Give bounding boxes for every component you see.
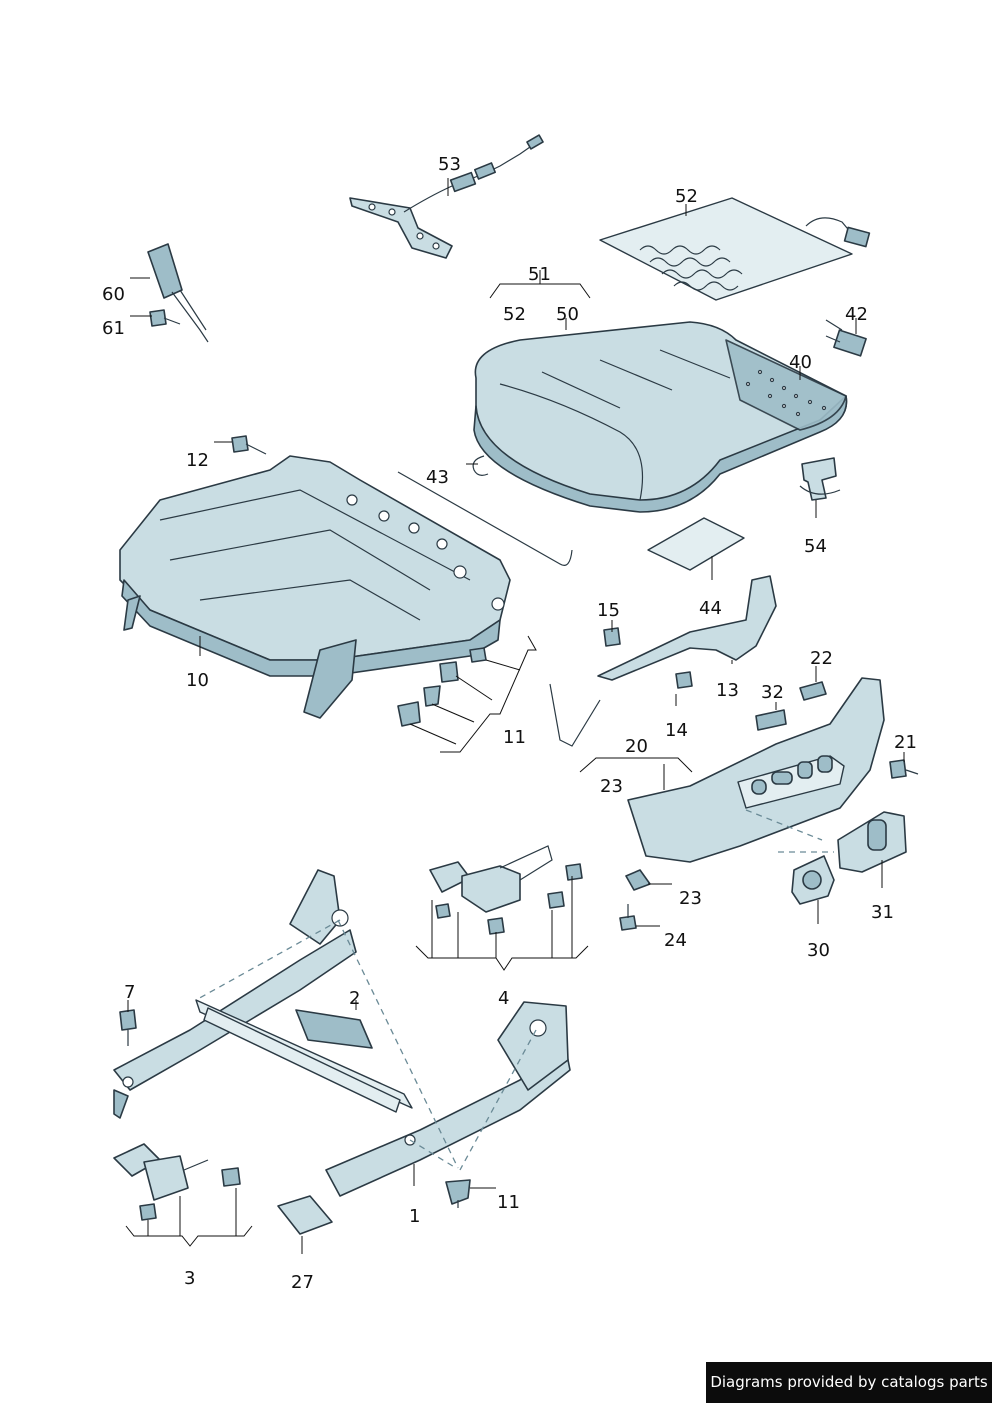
callout-52: 52	[675, 186, 698, 207]
callout-52: 52	[503, 304, 526, 325]
part-54-clip	[799, 457, 841, 501]
part-1-seat-rails	[113, 869, 571, 1197]
callout-23: 23	[600, 776, 623, 797]
callout-3: 3	[184, 1268, 195, 1289]
part-12-bolt	[231, 435, 267, 455]
callout-54: 54	[804, 536, 827, 557]
callout-4: 4	[498, 988, 509, 1009]
part-10-seat-frame	[119, 455, 511, 719]
part-61-bolt	[149, 309, 181, 327]
part-13-bracket	[549, 575, 777, 747]
callout-20: 20	[625, 736, 648, 757]
part-27-bracket	[277, 1195, 333, 1235]
part-43-ring-clip	[472, 455, 489, 476]
callout-44: 44	[699, 598, 722, 619]
callout-22: 22	[810, 648, 833, 669]
part-60-belt-buckle	[147, 243, 209, 343]
part-21-screw	[889, 759, 919, 779]
part-15-clip	[603, 627, 621, 647]
callout-15: 15	[597, 600, 620, 621]
callout-32: 32	[761, 682, 784, 703]
callout-42: 42	[845, 304, 868, 325]
callout-11: 11	[497, 1192, 520, 1213]
callout-2: 2	[349, 988, 360, 1009]
part-4-motor-assembly	[429, 845, 583, 935]
callout-10: 10	[186, 670, 209, 691]
part-rod	[397, 471, 573, 566]
part-52-heating-mat	[599, 197, 871, 301]
part-22-clip	[799, 681, 827, 701]
part-42-connector	[825, 319, 867, 357]
callout-24: 24	[664, 930, 687, 951]
part-20-side-panel	[627, 677, 885, 863]
part-7-bolt	[119, 1009, 137, 1046]
callout-40: 40	[789, 352, 812, 373]
callout-61: 61	[102, 318, 125, 339]
callout-60: 60	[102, 284, 125, 305]
callout-30: 30	[807, 940, 830, 961]
callout-11: 11	[503, 727, 526, 748]
leader-lines	[125, 178, 905, 1254]
credit-banner: Diagrams provided by catalogs parts	[706, 1362, 992, 1403]
callout-1: 1	[409, 1206, 420, 1227]
callout-21: 21	[894, 732, 917, 753]
callout-27: 27	[291, 1272, 314, 1293]
perforation-pattern	[745, 369, 827, 417]
part-44-pad	[647, 517, 745, 571]
callout-51: 51	[528, 264, 551, 285]
part-50-seat-cushion	[473, 321, 848, 513]
part-3-motor	[113, 1143, 241, 1221]
part-31-switch	[837, 811, 907, 873]
part-11-fastener-lower	[445, 1179, 471, 1208]
callout-12: 12	[186, 450, 209, 471]
callout-14: 14	[665, 720, 688, 741]
callout-13: 13	[716, 680, 739, 701]
callout-labels: 53 52 51 52 50 42 40 60 61 12 43 54 10 4…	[102, 154, 917, 1293]
part-53-sensor-harness	[349, 134, 544, 259]
part-24-screw	[619, 904, 637, 931]
callout-50: 50	[556, 304, 579, 325]
part-32-cover	[755, 709, 787, 731]
callout-7: 7	[124, 982, 135, 1003]
part-23-nut	[625, 869, 651, 891]
callout-31: 31	[871, 902, 894, 923]
callout-23: 23	[679, 888, 702, 909]
callout-43: 43	[426, 467, 449, 488]
part-30-switch	[791, 855, 835, 905]
part-14-bolt	[675, 671, 693, 689]
callout-53: 53	[438, 154, 461, 175]
